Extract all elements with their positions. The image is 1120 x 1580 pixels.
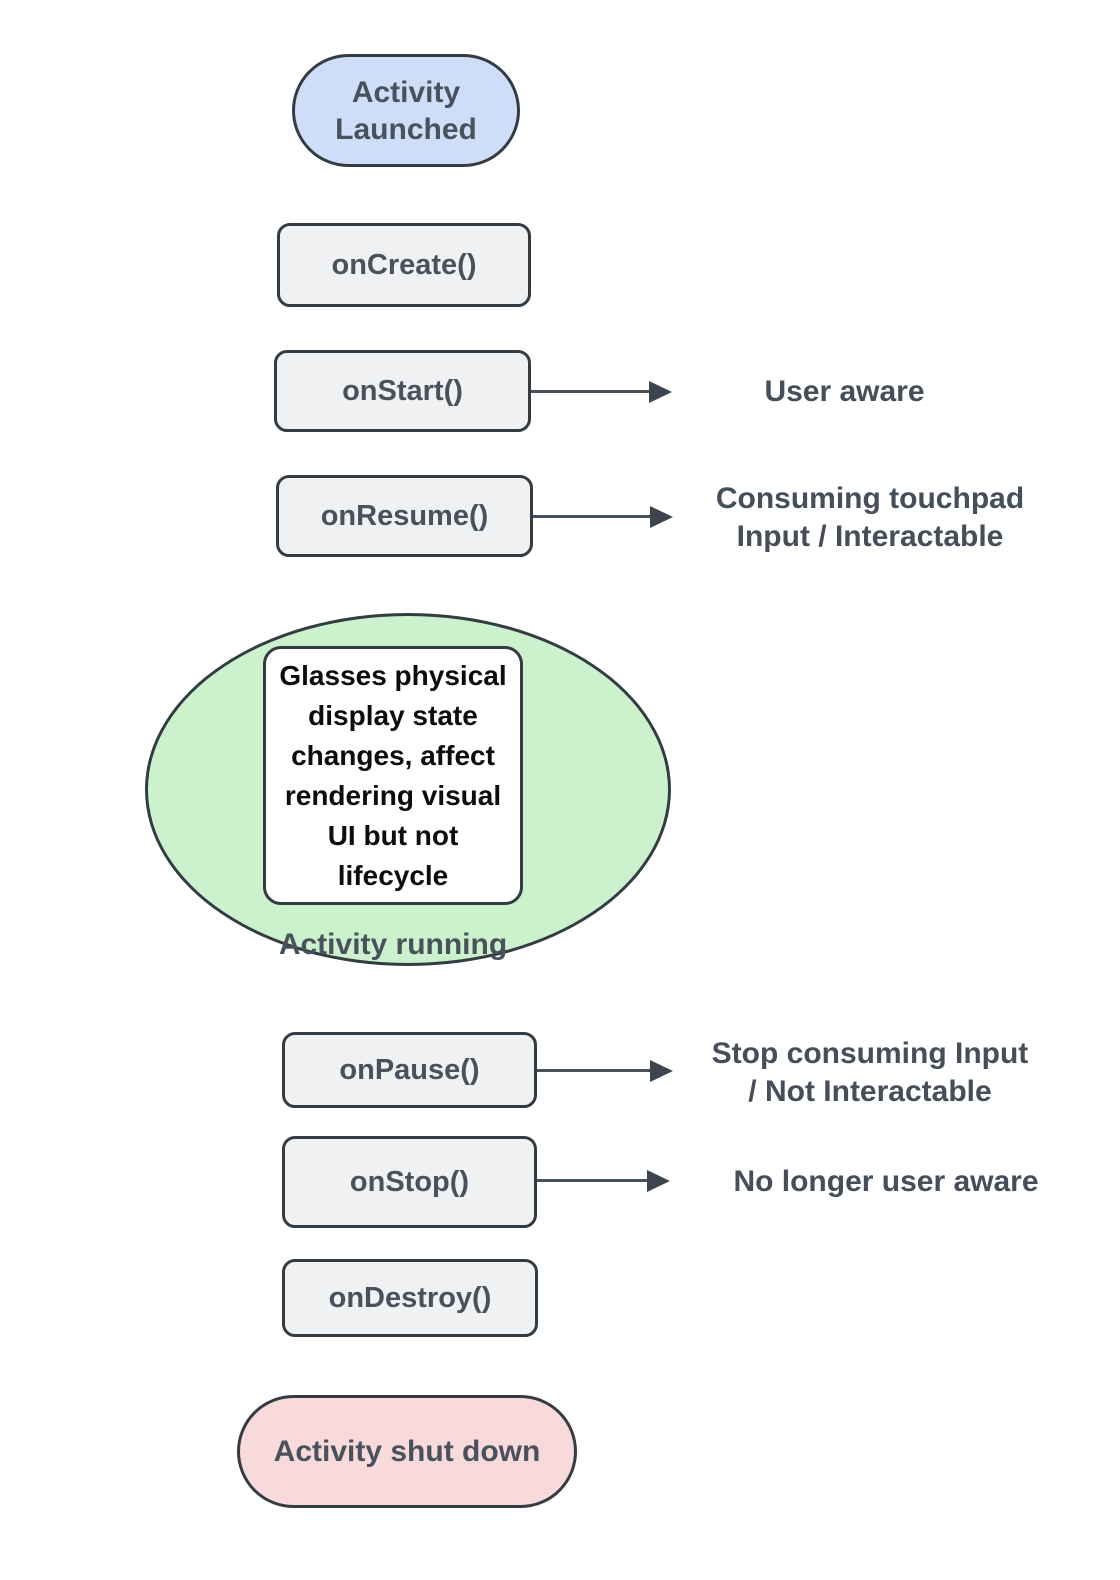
node-oncreate: onCreate() — [277, 223, 531, 307]
annotation-no-longer-user-aware-line1: No longer user aware — [733, 1165, 1039, 1198]
annotation-stop-consuming-line1: Stop consuming Input — [711, 1037, 1029, 1070]
node-onpause: onPause() — [282, 1032, 537, 1108]
node-onstart-label: onStart() — [342, 374, 463, 407]
node-activity-shutdown-label: Activity shut down — [273, 1435, 541, 1468]
node-ondestroy: onDestroy() — [282, 1259, 538, 1337]
arrow-onpause-line — [537, 1069, 650, 1072]
node-onresume-label: onResume() — [320, 499, 489, 532]
arrow-onresume-head-icon — [650, 506, 673, 528]
arrow-onstart-line — [531, 390, 649, 393]
node-oncreate-label: onCreate() — [331, 248, 477, 281]
node-onstop: onStop() — [282, 1136, 537, 1228]
node-activity-running-label: Activity running — [278, 928, 508, 961]
running-note-text: Glasses physical display state changes, … — [279, 659, 507, 891]
annotation-stop-consuming: Stop consuming Input / Not Interactable — [690, 1035, 1050, 1111]
annotation-consuming-touchpad-line2: Input / Interactable — [736, 520, 1004, 553]
arrow-onresume-line — [533, 515, 650, 518]
node-activity-shutdown: Activity shut down — [237, 1395, 577, 1508]
node-activity-launched-label: Activity Launched — [335, 75, 477, 146]
node-ondestroy-label: onDestroy() — [328, 1281, 492, 1314]
node-onstart: onStart() — [274, 350, 531, 432]
node-activity-launched: Activity Launched — [292, 54, 520, 167]
running-note-box: Glasses physical display state changes, … — [263, 646, 523, 905]
annotation-no-longer-user-aware: No longer user aware — [686, 1163, 1086, 1201]
node-onstop-label: onStop() — [349, 1165, 470, 1198]
annotation-consuming-touchpad-line1: Consuming touchpad — [715, 482, 1025, 515]
arrow-onstop-line — [537, 1179, 647, 1182]
arrow-onpause-head-icon — [650, 1060, 673, 1082]
arrow-onstart-head-icon — [649, 381, 672, 403]
annotation-stop-consuming-line2: / Not Interactable — [748, 1075, 992, 1108]
node-onpause-label: onPause() — [339, 1053, 480, 1086]
node-onresume: onResume() — [276, 475, 533, 557]
annotation-consuming-touchpad: Consuming touchpad Input / Interactable — [690, 480, 1050, 556]
annotation-user-aware-line1: User aware — [764, 375, 925, 408]
arrow-onstop-head-icon — [647, 1170, 670, 1192]
annotation-user-aware: User aware — [672, 373, 1017, 411]
